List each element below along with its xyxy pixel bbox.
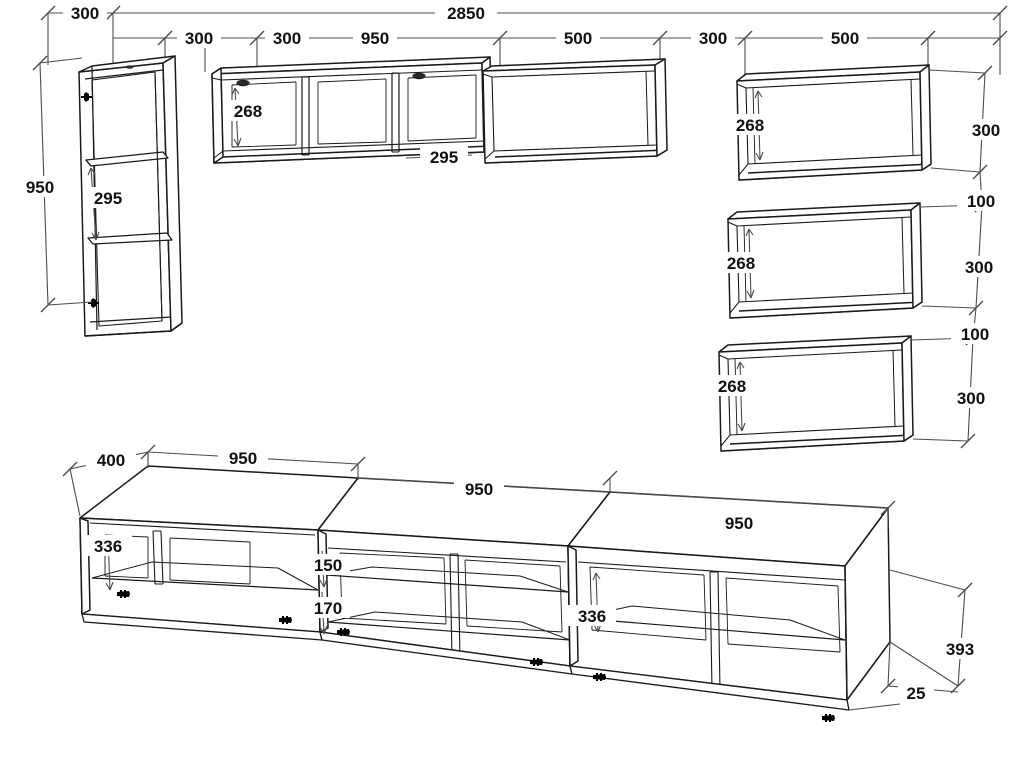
dim-label-500-a: 500 bbox=[564, 29, 592, 48]
dim-label-300-b: 300 bbox=[185, 29, 213, 48]
dim-label-268-r3: 268 bbox=[718, 377, 746, 396]
dim-label-336-right: 336 bbox=[578, 607, 606, 626]
module-top-shelf-run bbox=[211, 56, 668, 164]
right-dimension-labels: 300 100 300 100 300 bbox=[947, 119, 1010, 408]
dim-393 bbox=[889, 569, 966, 687]
dim-label-100-r1: 100 bbox=[967, 192, 995, 211]
dim-label-150-mid: 150 bbox=[314, 556, 342, 575]
dim-label-300-r1: 300 bbox=[972, 121, 1000, 140]
module-right-shelf-3 bbox=[718, 335, 914, 452]
dim-label-170-mid: 170 bbox=[314, 599, 342, 618]
dim-label-300-c: 300 bbox=[273, 29, 301, 48]
dim-label-336-left: 336 bbox=[94, 537, 122, 556]
dim-label-295-top: 295 bbox=[430, 148, 458, 167]
dim-label-295-left: 295 bbox=[94, 189, 122, 208]
dim-label-950-bot-2: 950 bbox=[465, 480, 493, 499]
dim-label-400-bottom: 400 bbox=[97, 451, 125, 470]
dim-label-500-b: 500 bbox=[831, 29, 859, 48]
dim-label-300-r3: 300 bbox=[957, 389, 985, 408]
module-right-shelf-1 bbox=[736, 64, 932, 181]
dim-label-2850: 2850 bbox=[447, 4, 485, 23]
dim-label-25: 25 bbox=[907, 684, 926, 703]
dim-label-268-r2: 268 bbox=[727, 254, 755, 273]
dim-label-950-bot-1: 950 bbox=[229, 449, 257, 468]
dim-950-bottom-labels: 950 950 950 bbox=[218, 447, 764, 533]
dim-label-268-top: 268 bbox=[234, 102, 262, 121]
dim-268-r3 bbox=[736, 361, 746, 432]
dim-label-300-d: 300 bbox=[699, 29, 727, 48]
dim-label-268-r1: 268 bbox=[736, 116, 764, 135]
dim-label-393: 393 bbox=[946, 640, 974, 659]
dim-label-300-r2: 300 bbox=[965, 258, 993, 277]
module-tv-unit bbox=[79, 465, 891, 711]
top-dimension-labels: 300 2850 300 300 950 500 300 500 bbox=[63, 2, 867, 48]
dim-label-950-top: 950 bbox=[361, 29, 389, 48]
dim-label-100-r2: 100 bbox=[961, 325, 989, 344]
dim-label-300-a: 300 bbox=[71, 4, 99, 23]
dim-label-950-left: 950 bbox=[26, 178, 54, 197]
module-right-shelf-2 bbox=[727, 202, 923, 319]
dim-label-950-bot-3: 950 bbox=[725, 514, 753, 533]
